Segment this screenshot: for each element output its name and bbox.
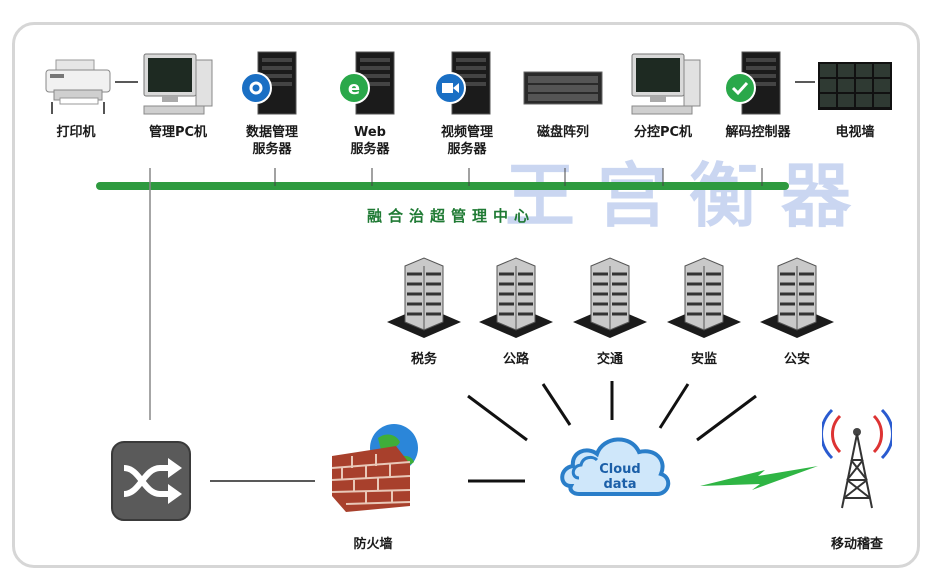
- tv-wall-icon: [818, 62, 892, 110]
- device-label-video-server: 视频管理 服务器: [440, 125, 494, 157]
- tax-cloud-link: [467, 394, 528, 442]
- device-label-tv-wall: 电视墙: [835, 125, 875, 140]
- agency-label-traffic: 交通: [596, 352, 624, 367]
- radio-tower-icon: [822, 408, 892, 509]
- device-label-disk-array: 磁盘阵列: [536, 125, 590, 140]
- wireless-bolt: [700, 466, 818, 490]
- admin-pc-icon: [143, 53, 213, 115]
- video-server-icon: [434, 51, 491, 115]
- decoder-icon: [724, 51, 781, 115]
- cloud-icon: [560, 437, 671, 496]
- police-building-icon: [760, 257, 834, 338]
- safety-cloud-link: [658, 383, 690, 429]
- agency-label-police: 公安: [783, 352, 811, 367]
- svg-text:e: e: [348, 78, 360, 99]
- mobile-inspection-label: 移动稽查: [830, 537, 884, 552]
- db-server-icon: [240, 51, 297, 115]
- device-label-printer: 打印机: [56, 125, 96, 140]
- bus-label: 融合治超管理中心: [367, 207, 536, 225]
- device-label-admin-pc: 管理PC机: [148, 125, 208, 140]
- disk-array-icon: [523, 71, 603, 105]
- agency-label-highway: 公路: [502, 352, 530, 367]
- highway-cloud-link: [541, 383, 572, 426]
- police-cloud-link: [696, 394, 757, 442]
- diagram-frame: [12, 22, 920, 568]
- device-label-decoder: 解码控制器: [725, 125, 791, 140]
- device-label-db-server: 数据管理 服务器: [245, 125, 299, 157]
- safety-building-icon: [667, 257, 741, 338]
- network-switch-icon: [111, 441, 191, 521]
- tax-building-icon: [387, 257, 461, 338]
- traffic-building-icon: [573, 257, 647, 338]
- web-server-icon: e: [338, 51, 395, 115]
- highway-building-icon: [479, 257, 553, 338]
- printer-icon: [45, 59, 111, 114]
- device-label-web-server: Web 服务器: [350, 125, 390, 157]
- agency-label-tax: 税务: [410, 352, 438, 367]
- cloud-text: Cloud data: [599, 462, 641, 492]
- agency-label-safety: 安监: [690, 352, 718, 367]
- device-label-sub-pc: 分控PC机: [633, 125, 693, 140]
- sub-pc-icon: [631, 53, 701, 115]
- firewall-icon: [331, 424, 418, 512]
- firewall-label: 防火墙: [353, 537, 393, 552]
- watermark: 王宫衡器: [505, 154, 873, 237]
